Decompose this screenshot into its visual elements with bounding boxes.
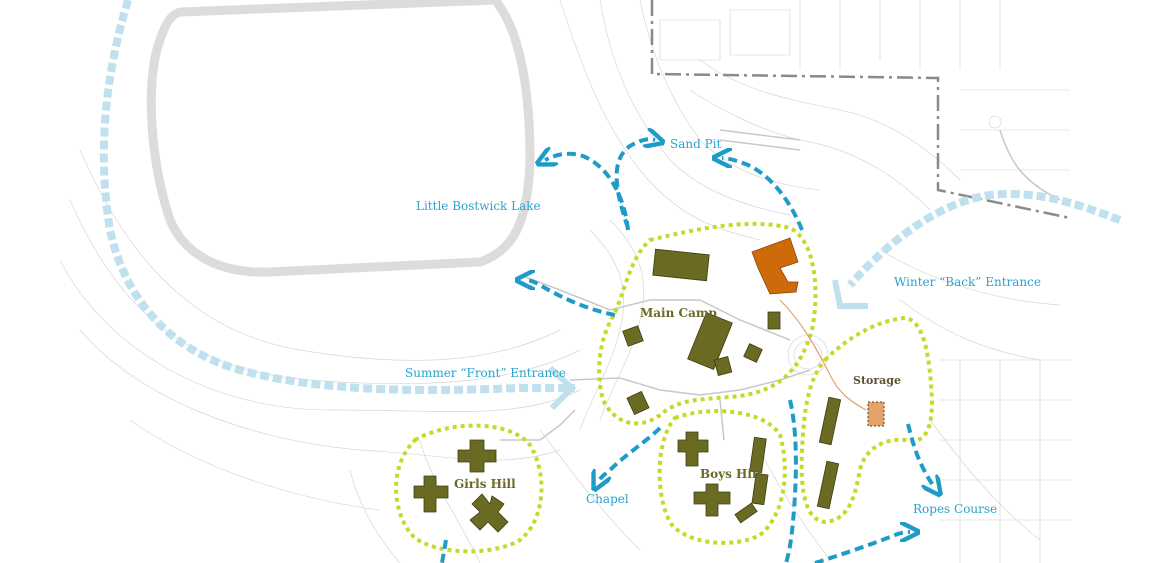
girls-hill-cabin-cross-3 (469, 493, 509, 533)
entrance-roads (99, 0, 1122, 395)
route-arrows (440, 139, 935, 563)
main-camp-label: Main Camp (640, 306, 717, 320)
route-arrow-ropes-bottom (814, 532, 910, 563)
parcel-grid (659, 0, 1070, 563)
summer-entrance-label: Summer “Front” Entrance (405, 366, 566, 380)
storage-label: Storage (853, 374, 901, 387)
route-path-girls-bottom (440, 539, 448, 563)
highlighted-orange-building (751, 237, 799, 295)
boys-hill-cabin-3 (749, 436, 767, 474)
girls-hill-cabin-cross-1 (457, 439, 497, 473)
girls-hill-label: Girls Hill (454, 477, 516, 491)
winter-entrance-chevron (832, 279, 868, 309)
boys-hill-label: Boys Hill (700, 467, 762, 481)
summer-entrance-road (99, 0, 575, 395)
summer-entrance-chevron (547, 365, 577, 411)
route-arrow-ropes-course (906, 423, 935, 488)
route-arrow-west-lake (545, 154, 630, 231)
main-hall-building (652, 248, 710, 282)
storage-connector-line (779, 299, 867, 411)
main-camp-cabin-3 (743, 343, 763, 363)
storage-zone-cabin-1 (818, 396, 842, 446)
route-path-boys-side (784, 399, 798, 563)
girls-hill-zone (394, 423, 544, 554)
route-arrow-west-main (525, 280, 616, 317)
main-camp-cabin-5 (626, 390, 650, 416)
winter-entrance-road (847, 190, 1122, 288)
ropes-course-label: Ropes Course (913, 502, 997, 516)
storage-zone-cabin-2 (816, 460, 840, 510)
lake-outline (146, 0, 535, 277)
route-arrow-north (722, 158, 804, 231)
girls-hill-cabin-cross-2 (413, 475, 449, 513)
property-boundary-line (650, 0, 1071, 220)
main-camp-cabin-1 (622, 325, 644, 347)
boys-hill-cabin-cross-2 (693, 483, 731, 517)
main-camp-cabin-2 (713, 355, 733, 377)
boys-hill-cabin-4 (751, 472, 769, 506)
sand-pit-label: Sand Pit (670, 137, 722, 151)
boys-hill-cabin-cross-1 (677, 431, 709, 467)
route-arrow-sand-pit (614, 139, 655, 229)
storage-ropes-zone (799, 315, 935, 525)
boys-hill-zone (657, 409, 787, 545)
map-labels: Little Bostwick Lake Sand Pit Winter “Ba… (405, 137, 1041, 516)
route-arrow-chapel (598, 426, 662, 482)
main-camp-lodge-building (687, 312, 733, 370)
zone-outlines (394, 221, 935, 554)
lake-label: Little Bostwick Lake (416, 199, 541, 213)
buildings (413, 237, 885, 533)
winter-entrance-label: Winter “Back” Entrance (894, 275, 1041, 289)
main-camp-cabin-4 (767, 311, 781, 330)
boys-hill-cabin-5 (734, 502, 758, 524)
chapel-label: Chapel (586, 492, 629, 506)
storage-building (867, 401, 885, 427)
